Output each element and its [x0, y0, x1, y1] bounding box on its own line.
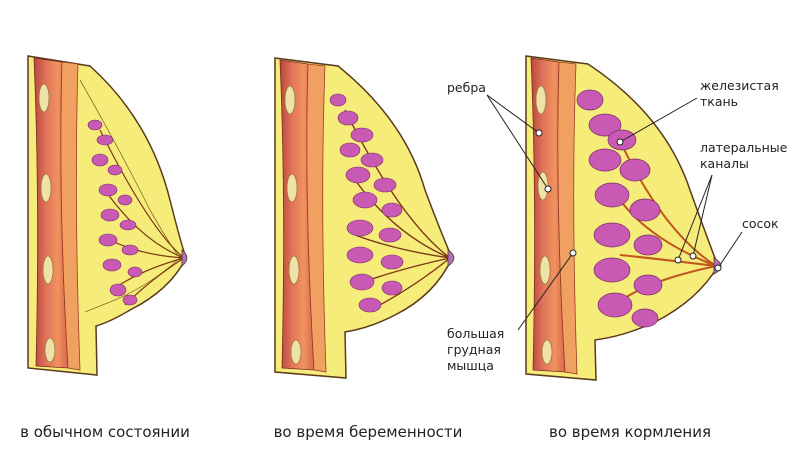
- rib-marker: [535, 129, 543, 137]
- label-line: ткань: [700, 94, 738, 109]
- gland-marker: [616, 138, 624, 146]
- label-ribs: ребра: [447, 80, 486, 95]
- glandular-tissue: [329, 93, 404, 313]
- rib-marker: [544, 185, 552, 193]
- caption-lactation: во время кормления: [549, 423, 711, 441]
- nipple-marker: [714, 264, 722, 272]
- rib: [290, 339, 302, 365]
- caption-pregnancy: во время беременности: [274, 423, 463, 441]
- duct-marker: [689, 252, 697, 260]
- rib: [288, 255, 300, 285]
- glandular-tissue: [87, 119, 143, 306]
- ribs: [284, 85, 302, 365]
- caption-normal: в обычном состоянии: [20, 423, 190, 441]
- lactiferous-ducts: [614, 129, 717, 301]
- rib: [541, 339, 553, 365]
- panel-normal: [27, 55, 188, 376]
- nipple: [181, 249, 188, 267]
- duct-marker: [674, 256, 682, 264]
- inner-fat-boundary: [79, 79, 181, 313]
- pectoral-muscle: [557, 61, 578, 375]
- rib: [42, 255, 54, 285]
- rib: [38, 83, 50, 113]
- label-line: мышца: [447, 358, 494, 373]
- rib: [44, 337, 56, 363]
- ribs: [535, 85, 553, 365]
- label-line: латеральные: [700, 140, 788, 155]
- label-line: железистая: [700, 78, 779, 93]
- rib: [539, 255, 551, 285]
- rib: [40, 173, 52, 203]
- label-glandular-tissue: железистая ткань: [700, 78, 783, 109]
- nipple: [447, 249, 455, 267]
- muscle-marker: [569, 249, 577, 257]
- ribs: [38, 83, 56, 363]
- rib: [284, 85, 296, 115]
- pectoral-muscle: [306, 63, 327, 373]
- label-pectoral-muscle: большая грудная мышца: [447, 326, 508, 373]
- annotations: [486, 94, 743, 331]
- panel-pregnancy: [274, 57, 455, 379]
- label-nipple: сосок: [742, 216, 779, 231]
- rib: [286, 173, 298, 203]
- panel-lactation: ребра железистая ткань латеральные канал…: [447, 55, 791, 381]
- rib: [535, 85, 547, 115]
- label-line: грудная: [447, 342, 501, 357]
- label-line: большая: [447, 326, 504, 341]
- label-lateral-ducts: латеральные каналы: [700, 140, 791, 171]
- label-line: каналы: [700, 156, 749, 171]
- glandular-tissue: [576, 89, 663, 328]
- pectoral-muscle: [60, 61, 81, 371]
